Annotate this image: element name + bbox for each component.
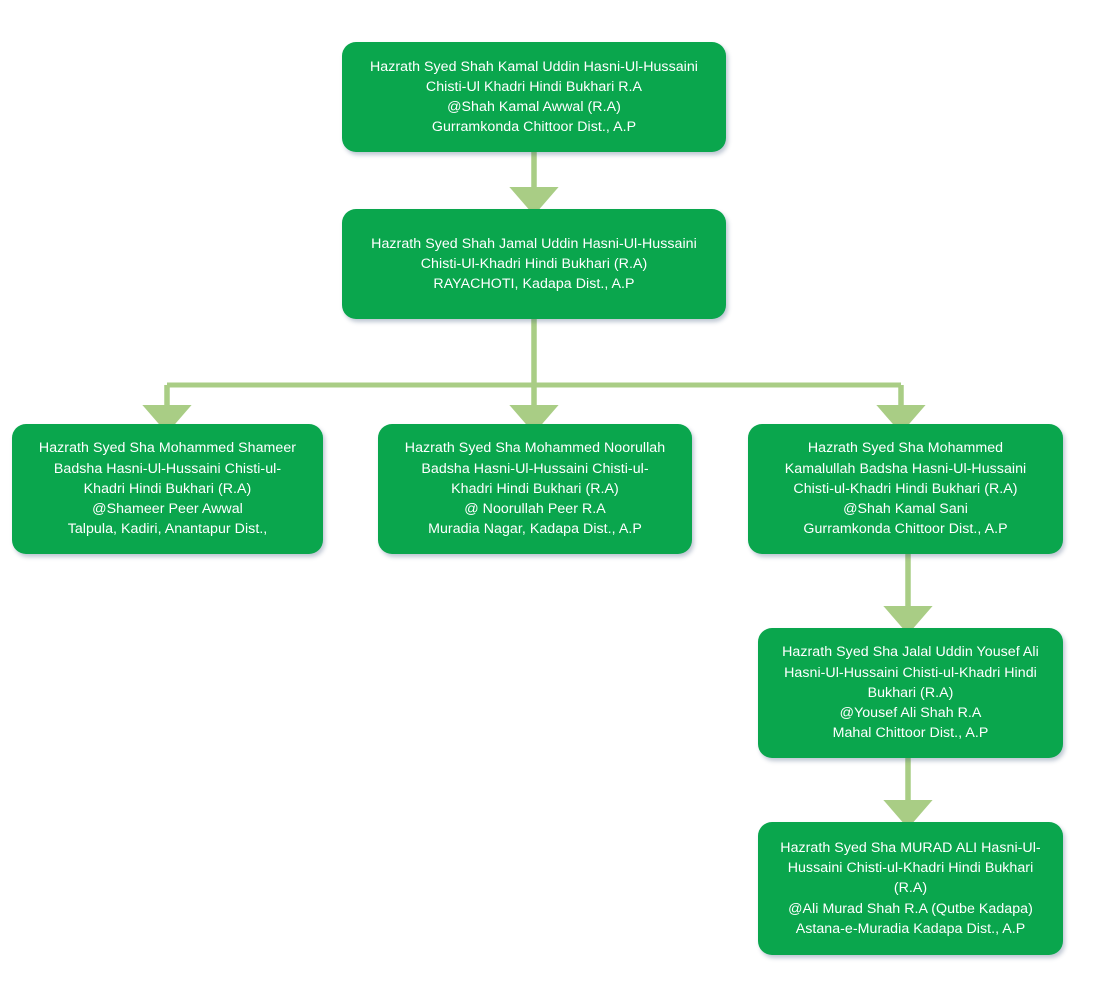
node-mohammed-shameer[interactable]: Hazrath Syed Sha Mohammed Shameer Badsha… <box>12 424 323 554</box>
node-mohammed-noorullah-text: Hazrath Syed Sha Mohammed Noorullah Bads… <box>404 440 666 538</box>
node-jamal-uddin[interactable]: Hazrath Syed Shah Jamal Uddin Hasni-Ul-H… <box>342 209 726 319</box>
node-murad-ali-text: Hazrath Syed Sha MURAD ALI Hasni-Ul- Hus… <box>780 839 1041 937</box>
node-mohammed-kamalullah-text: Hazrath Syed Sha Mohammed Kamalullah Bad… <box>784 440 1027 538</box>
node-jalal-uddin-yousef-ali[interactable]: Hazrath Syed Sha Jalal Uddin Yousef Ali … <box>758 628 1063 758</box>
node-mohammed-shameer-text: Hazrath Syed Sha Mohammed Shameer Badsha… <box>38 440 297 538</box>
node-jalal-uddin-yousef-ali-text: Hazrath Syed Sha Jalal Uddin Yousef Ali … <box>782 644 1039 742</box>
node-mohammed-noorullah[interactable]: Hazrath Syed Sha Mohammed Noorullah Bads… <box>378 424 692 554</box>
node-kamal-uddin-awwal[interactable]: Hazrath Syed Shah Kamal Uddin Hasni-Ul-H… <box>342 42 726 152</box>
node-jamal-uddin-text: Hazrath Syed Shah Jamal Uddin Hasni-Ul-H… <box>371 235 697 293</box>
node-mohammed-kamalullah[interactable]: Hazrath Syed Sha Mohammed Kamalullah Bad… <box>748 424 1063 554</box>
node-murad-ali[interactable]: Hazrath Syed Sha MURAD ALI Hasni-Ul- Hus… <box>758 822 1063 955</box>
node-kamal-uddin-awwal-text: Hazrath Syed Shah Kamal Uddin Hasni-Ul-H… <box>369 58 699 136</box>
